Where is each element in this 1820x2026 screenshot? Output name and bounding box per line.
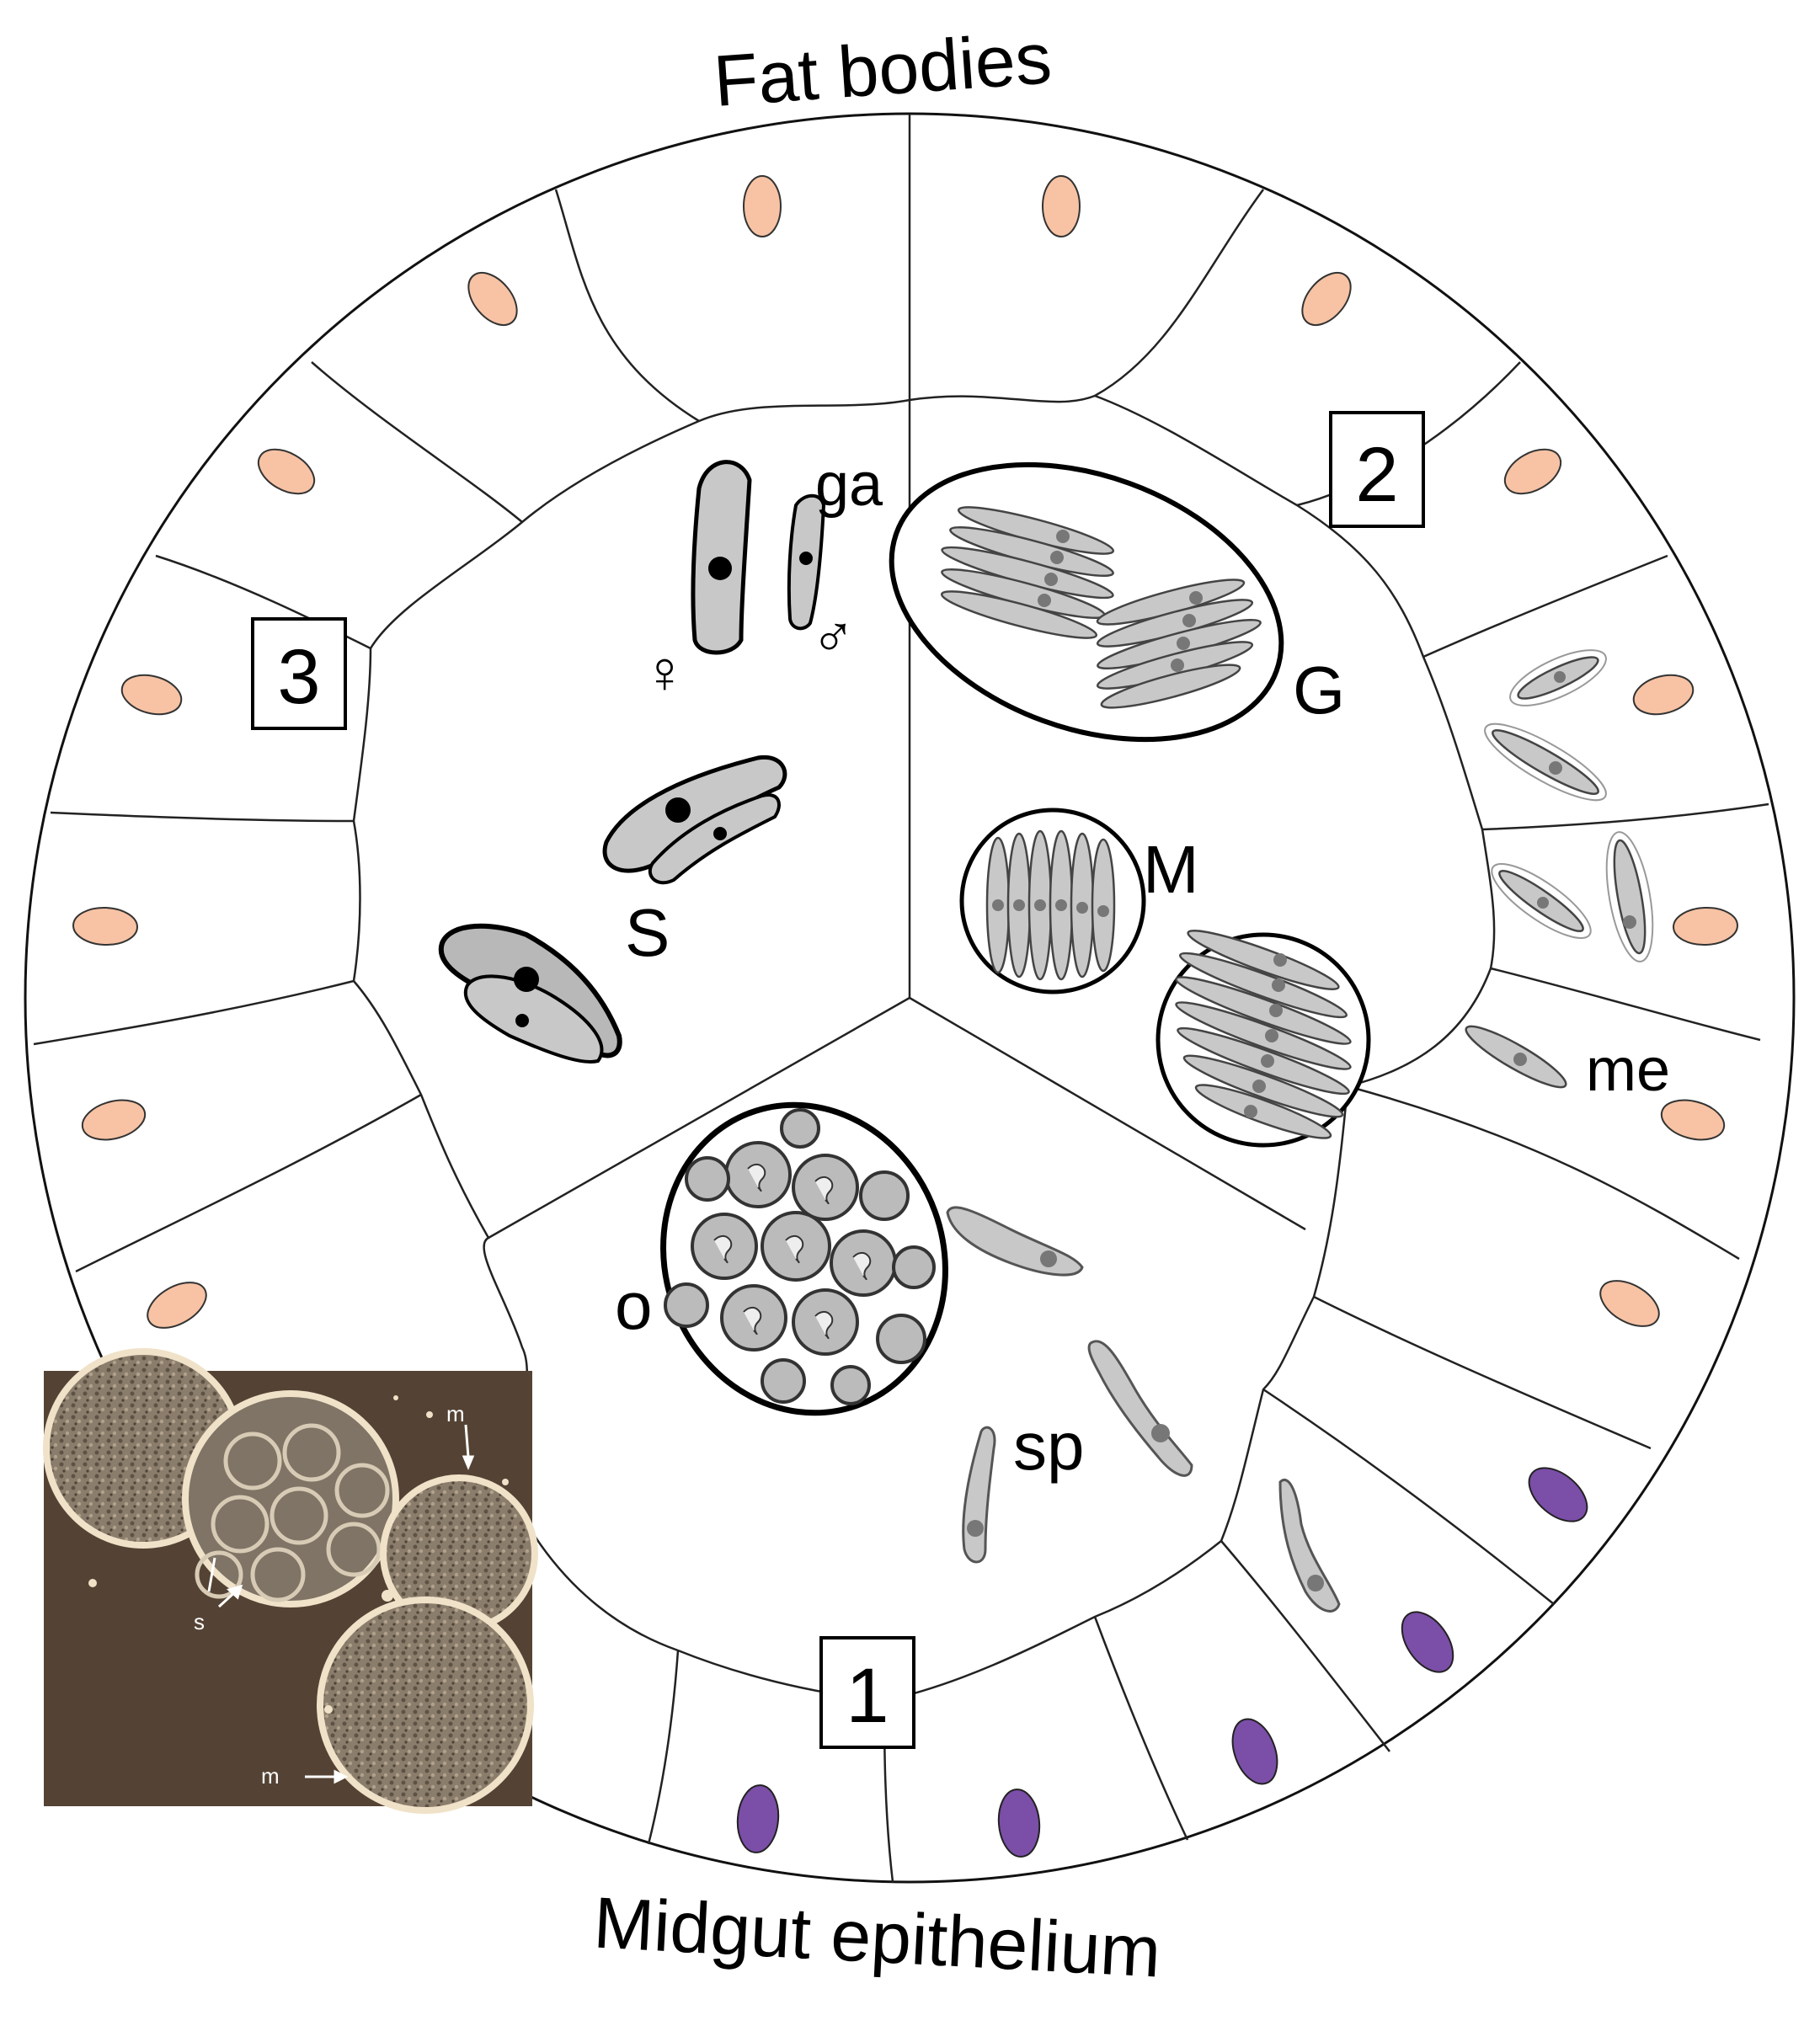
midgut-nucleus [1401, 1611, 1454, 1673]
fat-nucleus [257, 448, 316, 495]
inset-cyst [317, 1597, 534, 1814]
label-meront: M [1143, 832, 1199, 907]
fat-nucleus [81, 1099, 147, 1141]
inset-label-sporocyst: s [194, 1609, 205, 1634]
syzygy-pair-lower [648, 793, 781, 885]
syzygy-2-nucleus-small [515, 1014, 529, 1027]
meront-2-nuclei [1244, 953, 1287, 1118]
syzygy-nucleus-small [713, 827, 727, 840]
inset-label-merozoite-bottom: m [261, 1763, 280, 1789]
label-sporozoite: sp [1013, 1409, 1085, 1484]
midgut-nucleus [1231, 1718, 1278, 1785]
label-oocyst: o [615, 1268, 653, 1343]
female-gamete-nucleus [708, 557, 732, 580]
midgut-nucleus [1528, 1467, 1588, 1522]
fat-nucleus [120, 674, 183, 716]
gamont-nuclei [1038, 530, 1203, 672]
label-male-symbol: ♂ [811, 604, 856, 669]
fat-nucleus [1042, 175, 1081, 237]
sporozoite [1087, 1340, 1193, 1477]
sporozoite [1278, 1479, 1341, 1613]
fat-nucleus [1632, 674, 1695, 716]
fat-body-nuclei [72, 175, 1738, 1329]
fat-nucleus [467, 272, 518, 326]
midgut-nuclei [736, 1467, 1588, 1858]
midgut-nucleus [997, 1789, 1041, 1858]
sector-1-organisms [660, 1101, 1341, 1613]
meront-2-merozoites [1175, 930, 1352, 1139]
label-gamont: G [1293, 653, 1345, 728]
fat-nucleus [1660, 1099, 1726, 1141]
stage-labels: ga ♀ ♂ S G M me o sp [615, 451, 1670, 1484]
sector-number-3: 3 [277, 634, 320, 720]
sector-2-organisms [889, 461, 1654, 1148]
gamont-gametocytes [940, 506, 1262, 709]
fat-nucleus [1599, 1280, 1660, 1327]
sector-3-organisms [438, 460, 826, 1064]
inset-label-merozoite-top: m [446, 1401, 465, 1426]
title-fat-bodies: Fat bodies [711, 18, 1054, 122]
fat-nucleus [1673, 906, 1738, 946]
label-gametes: ga [815, 451, 883, 519]
syzygy-nucleus-large [665, 797, 691, 823]
syzygy-2-nucleus-large [514, 967, 539, 992]
label-merozoite: me [1586, 1037, 1670, 1104]
sector-number-1: 1 [846, 1653, 889, 1739]
sector-box-3 [251, 617, 347, 730]
sector-number-boxes: 1 2 3 [251, 411, 1425, 1749]
oocyst-sporocysts [664, 1108, 936, 1405]
title-midgut-epithelium: Midgut epithelium [591, 1882, 1162, 1992]
label-female-symbol: ♀ [643, 639, 687, 705]
label-syzygy: S [625, 895, 670, 970]
sector-box-2 [1329, 411, 1425, 528]
merozoites-in-cells [1465, 649, 1654, 1089]
syzygy-pair-upper [602, 754, 787, 873]
fat-nucleus [147, 1282, 207, 1329]
micrograph-inset: m s m [43, 1348, 538, 1814]
fat-nucleus [72, 906, 138, 946]
sector-box-1 [819, 1636, 915, 1749]
sporozoite-nuclei [967, 1250, 1324, 1591]
fat-nucleus [1301, 272, 1352, 326]
midgut-nucleus [736, 1784, 780, 1853]
fat-nucleus [743, 175, 782, 237]
oocyst-sporocyst-cores [713, 1163, 872, 1340]
male-gamete-nucleus [799, 552, 813, 565]
sector-number-2: 2 [1355, 432, 1398, 518]
meront-1-nuclei [992, 899, 1109, 917]
fat-nucleus [1503, 448, 1562, 495]
